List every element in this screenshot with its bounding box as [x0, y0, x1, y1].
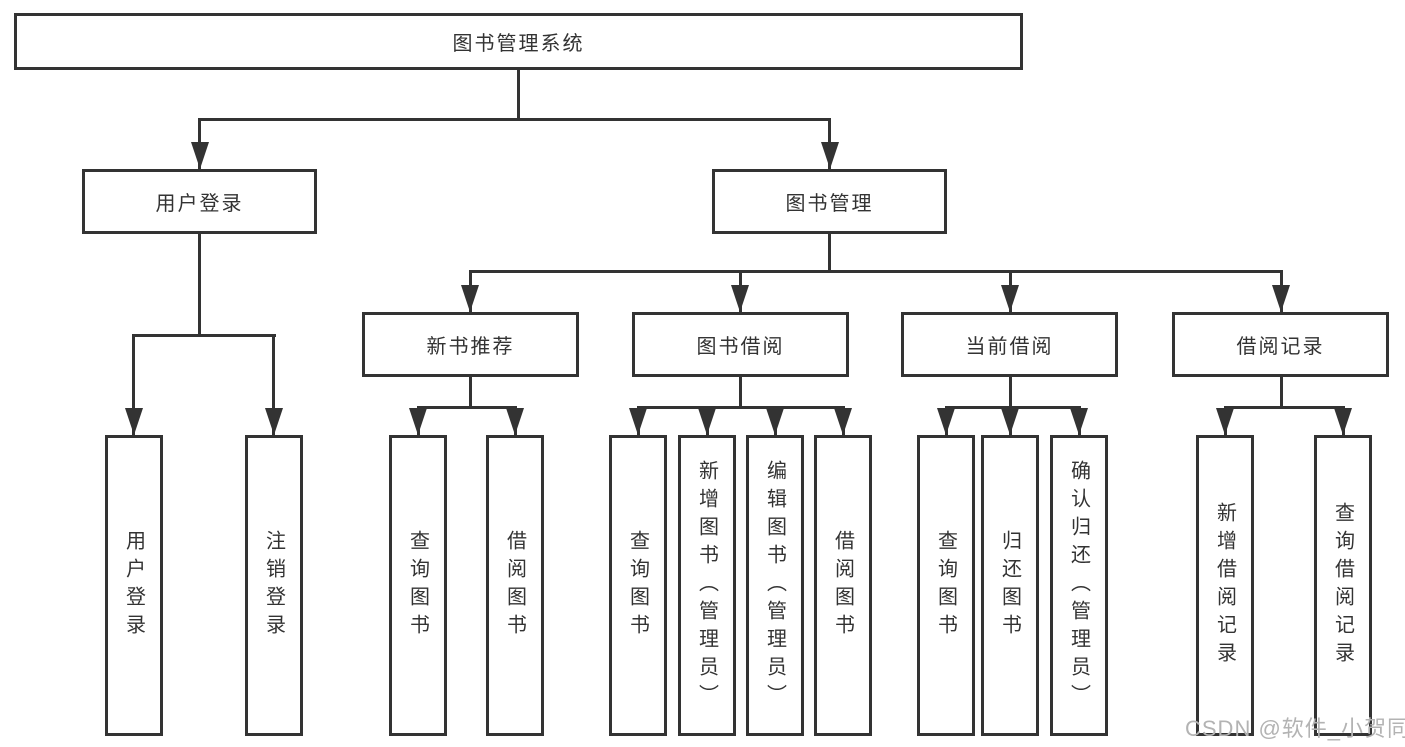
connector-arrowhead: [731, 285, 749, 312]
connector-line: [945, 406, 1081, 409]
connector-line: [1280, 377, 1283, 409]
connector-line: [198, 118, 831, 121]
connector-arrowhead: [1334, 408, 1352, 435]
connector-arrowhead: [1001, 408, 1019, 435]
leaf-current-return-books: 归还图书: [981, 435, 1039, 736]
connector-arrowhead: [461, 285, 479, 312]
connector-arrowhead: [1272, 285, 1290, 312]
connector-line: [1224, 406, 1345, 409]
node-book-borrowing: 图书借阅: [632, 312, 849, 377]
node-borrowing-records: 借阅记录: [1172, 312, 1389, 377]
leaf-borrowing-edit-books-admin: 编辑图书（管理员）: [746, 435, 804, 736]
connector-arrowhead: [1070, 408, 1088, 435]
leaf-current-query-books: 查询图书: [917, 435, 975, 736]
connector-arrowhead: [766, 408, 784, 435]
node-book-management: 图书管理: [712, 169, 947, 234]
connector-arrowhead: [191, 142, 209, 169]
connector-arrowhead: [125, 408, 143, 435]
node-current-borrowing: 当前借阅: [901, 312, 1118, 377]
connector-line: [469, 270, 1282, 273]
leaf-recommend-query-books: 查询图书: [389, 435, 447, 736]
connector-line: [132, 334, 276, 337]
connector-arrowhead: [834, 408, 852, 435]
connector-line: [198, 233, 201, 337]
node-user-login: 用户登录: [82, 169, 317, 234]
connector-arrowhead: [1001, 285, 1019, 312]
leaf-records-query-borrow-record: 查询借阅记录: [1314, 435, 1372, 736]
connector-arrowhead: [629, 408, 647, 435]
connector-line: [272, 334, 275, 435]
connector-arrowhead: [937, 408, 955, 435]
leaf-recommend-borrow-books: 借阅图书: [486, 435, 544, 736]
leaf-user-login: 用户登录: [105, 435, 163, 736]
connector-line: [469, 377, 472, 409]
node-library-management-system: 图书管理系统: [14, 13, 1023, 70]
leaf-borrowing-query-books: 查询图书: [609, 435, 667, 736]
connector-line: [828, 233, 831, 273]
leaf-records-add-borrow-record: 新增借阅记录: [1196, 435, 1254, 736]
connector-line: [517, 69, 520, 121]
connector-line: [132, 334, 135, 435]
connector-line: [1009, 377, 1012, 409]
leaf-current-confirm-return-admin: 确认归还（管理员）: [1050, 435, 1108, 736]
connector-line: [417, 406, 517, 409]
leaf-borrowing-borrow-books: 借阅图书: [814, 435, 872, 736]
watermark: CSDN @软件_小贺同学: [1185, 716, 1405, 741]
connector-line: [739, 377, 742, 409]
connector-arrowhead: [821, 142, 839, 169]
connector-arrowhead: [409, 408, 427, 435]
connector-line: [637, 406, 845, 409]
connector-arrowhead: [265, 408, 283, 435]
connector-arrowhead: [698, 408, 716, 435]
leaf-logout: 注销登录: [245, 435, 303, 736]
connector-arrowhead: [506, 408, 524, 435]
leaf-borrowing-add-books-admin: 新增图书（管理员）: [678, 435, 736, 736]
node-new-book-recommend: 新书推荐: [362, 312, 579, 377]
connector-arrowhead: [1216, 408, 1234, 435]
